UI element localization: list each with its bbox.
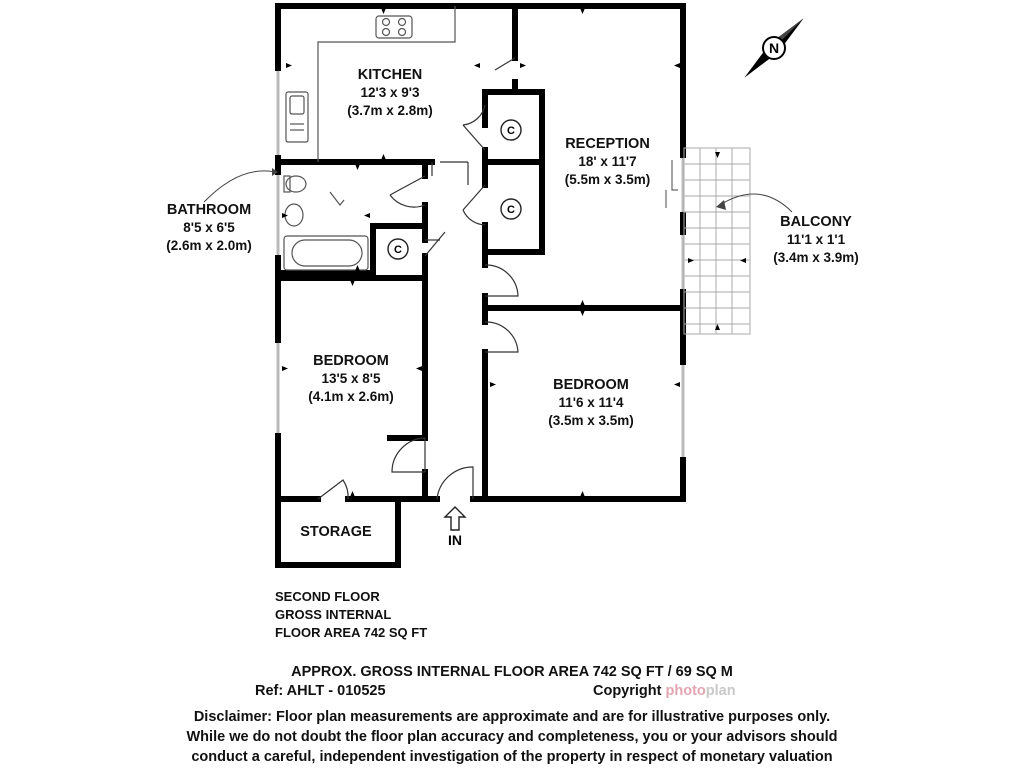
footer-copyright: Copyright photoplan bbox=[593, 683, 736, 699]
room-size-imperial: 11'1 x 1'1 bbox=[786, 232, 846, 247]
room-label-reception: RECEPTION 18' x 11'7 (5.5m x 3.5m) bbox=[545, 135, 670, 189]
room-label-storage: STORAGE bbox=[286, 523, 386, 541]
cupboard-label: C bbox=[507, 204, 515, 216]
room-label-balcony: BALCONY 11'1 x 1'1 (3.4m x 3.9m) bbox=[758, 213, 874, 267]
room-size-metric: (5.5m x 3.5m) bbox=[564, 172, 651, 187]
room-name: STORAGE bbox=[300, 524, 372, 540]
room-label-bedroom-1: BEDROOM 13'5 x 8'5 (4.1m x 2.6m) bbox=[292, 352, 410, 406]
room-size-metric: (2.6m x 2.0m) bbox=[166, 238, 252, 253]
room-label-kitchen: KITCHEN 12'3 x 9'3 (3.7m x 2.8m) bbox=[330, 66, 450, 120]
room-name: BEDROOM bbox=[313, 353, 389, 369]
kitchen-fixtures bbox=[285, 6, 456, 162]
entrance-label: IN bbox=[448, 532, 462, 548]
disclaimer-line: Disclaimer: Floor plan measurements are … bbox=[193, 709, 831, 725]
disclaimer-line: While we do not doubt the floor plan acc… bbox=[186, 729, 838, 745]
room-name: BATHROOM bbox=[166, 202, 252, 218]
room-label-bedroom-2: BEDROOM 11'6 x 11'4 (3.5m x 3.5m) bbox=[530, 376, 652, 430]
bath-icon bbox=[283, 235, 369, 271]
room-name: BALCONY bbox=[780, 214, 852, 230]
compass-icon: N bbox=[744, 18, 804, 78]
room-size-metric: (3.7m x 2.8m) bbox=[347, 103, 433, 118]
room-size-imperial: 13'5 x 8'5 bbox=[321, 371, 381, 386]
room-size-imperial: 8'5 x 6'5 bbox=[183, 220, 235, 235]
footer-ref: Ref: AHLT - 010525 bbox=[255, 683, 386, 699]
room-size-metric: (3.4m x 3.9m) bbox=[773, 250, 859, 265]
room-name: BEDROOM bbox=[553, 377, 629, 393]
bathroom-fixtures bbox=[283, 175, 369, 271]
dimension-arrows bbox=[282, 8, 746, 497]
floor-area-note: SECOND FLOOR GROSS INTERNAL FLOOR AREA 7… bbox=[275, 588, 427, 642]
cupboard-label: C bbox=[394, 244, 402, 256]
disclaimer: Disclaimer: Floor plan measurements are … bbox=[0, 707, 1024, 767]
room-label-bathroom: BATHROOM 8'5 x 6'5 (2.6m x 2.0m) bbox=[152, 201, 266, 255]
windows bbox=[276, 68, 685, 460]
floor-note-line: GROSS INTERNAL bbox=[275, 607, 392, 622]
photoplan-logo: photoplan bbox=[665, 683, 736, 699]
footer-area: APPROX. GROSS INTERNAL FLOOR AREA 742 SQ… bbox=[291, 664, 733, 680]
toilet-icon bbox=[285, 175, 307, 193]
floor-note-line: SECOND FLOOR bbox=[275, 589, 380, 604]
copyright-text: Copyright bbox=[593, 683, 662, 699]
room-name: KITCHEN bbox=[357, 67, 423, 83]
floor-plan: C C C bbox=[203, 3, 804, 568]
door-swings bbox=[317, 57, 519, 500]
balcony bbox=[683, 147, 751, 335]
room-size-imperial: 18' x 11'7 bbox=[578, 154, 637, 169]
entrance-arrow-icon bbox=[443, 506, 467, 531]
room-size-imperial: 11'6 x 11'4 bbox=[558, 395, 624, 410]
walls bbox=[275, 3, 686, 568]
hob-icon bbox=[375, 15, 413, 39]
floor-note-line: FLOOR AREA 742 SQ FT bbox=[275, 625, 428, 640]
room-size-imperial: 12'3 x 9'3 bbox=[360, 85, 420, 100]
room-name: RECEPTION bbox=[565, 136, 650, 152]
svg-text:N: N bbox=[769, 40, 779, 56]
room-size-metric: (4.1m x 2.6m) bbox=[308, 389, 394, 404]
cupboard-markers bbox=[387, 119, 522, 260]
basin-icon bbox=[284, 203, 304, 227]
disclaimer-line: conduct a careful, independent investiga… bbox=[191, 749, 833, 765]
room-size-metric: (3.5m x 3.5m) bbox=[548, 413, 634, 428]
sink-icon bbox=[285, 91, 309, 143]
cupboard-label: C bbox=[507, 125, 515, 137]
